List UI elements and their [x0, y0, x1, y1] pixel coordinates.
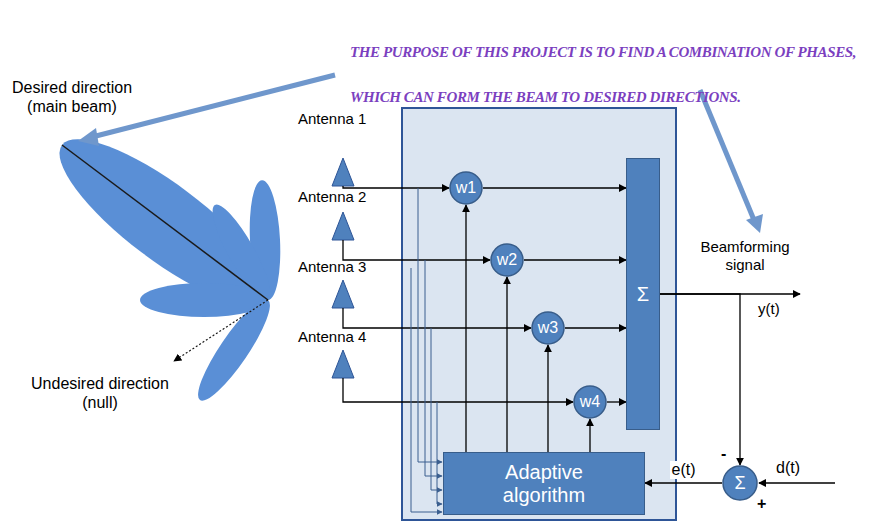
main-beam-line	[62, 145, 268, 300]
signal-label: Beamforming signal	[690, 238, 800, 274]
weight-circle: w3	[531, 311, 565, 345]
circle-shape	[723, 466, 757, 500]
sample-wires	[411, 188, 442, 512]
edge-label: e(t)	[670, 461, 698, 479]
antenna-label: Antenna 4	[298, 328, 366, 346]
antenna-symbol	[332, 158, 354, 186]
signal-connector	[565, 327, 626, 328]
circle-shape	[491, 244, 523, 276]
sample-wire	[437, 402, 442, 504]
node-text: Adaptive algorithm	[489, 461, 599, 507]
antenna-symbol	[332, 280, 354, 308]
sample-wire	[411, 268, 442, 512]
callout-arrow	[700, 90, 754, 220]
sign-label: -	[721, 444, 726, 463]
beamformer-panel	[402, 108, 676, 520]
circle-shape	[574, 386, 606, 418]
signal-connector	[506, 277, 507, 452]
circle-shape	[450, 172, 482, 204]
signal-wire	[343, 186, 449, 188]
antenna-symbol	[332, 212, 354, 240]
signal-wire	[343, 308, 531, 328]
side-lobe	[188, 292, 279, 408]
reference-line	[759, 482, 835, 483]
direction-label: Undesired direction (null)	[25, 374, 175, 412]
weight-circle: w1	[449, 171, 483, 205]
summer-box: Σ	[626, 158, 660, 430]
signal-connector	[645, 482, 722, 483]
signal-connector	[660, 294, 740, 465]
node-text: Σ	[637, 283, 649, 306]
signal-connector	[547, 345, 548, 452]
null-direction-line	[174, 300, 268, 361]
signal-connector	[607, 401, 626, 402]
signal-wire	[343, 378, 573, 402]
sample-wire	[418, 188, 442, 462]
node-text: w3	[538, 319, 558, 337]
antenna-label: Antenna 3	[298, 258, 366, 276]
weight-circle: w4	[573, 385, 607, 419]
beam-pattern	[39, 115, 291, 408]
project-note: THE PURPOSE OF THIS PROJECT IS TO FIND A…	[350, 30, 860, 120]
node-text: w2	[497, 251, 517, 269]
main-lobe	[39, 115, 291, 331]
signal-connector	[465, 205, 466, 452]
signal-connector	[483, 187, 626, 188]
direction-label: Desired direction (main beam)	[2, 78, 142, 116]
circle-shape	[532, 312, 564, 344]
signal-connector	[524, 259, 626, 260]
node-text: Σ	[734, 473, 745, 494]
sample-wire	[425, 260, 442, 476]
callout-arrowhead	[746, 214, 763, 233]
antenna-label: Antenna 1	[298, 110, 366, 128]
node-text: w4	[580, 393, 600, 411]
weight-circle: w2	[490, 243, 524, 277]
signal-connector	[589, 419, 590, 452]
antenna-symbol	[332, 350, 354, 378]
signal-wire	[343, 240, 490, 260]
algorithm-box: Adaptive algorithm	[443, 452, 645, 515]
signal-name: y(t)	[758, 300, 780, 318]
node-text: w1	[456, 179, 476, 197]
error-summer-circle: Σ	[722, 465, 758, 501]
sign-label: +	[757, 494, 766, 513]
antenna-wires	[343, 186, 573, 402]
callout-arrowhead	[78, 128, 99, 146]
antenna-label: Antenna 2	[298, 188, 366, 206]
signal-name: d(t)	[776, 458, 800, 477]
